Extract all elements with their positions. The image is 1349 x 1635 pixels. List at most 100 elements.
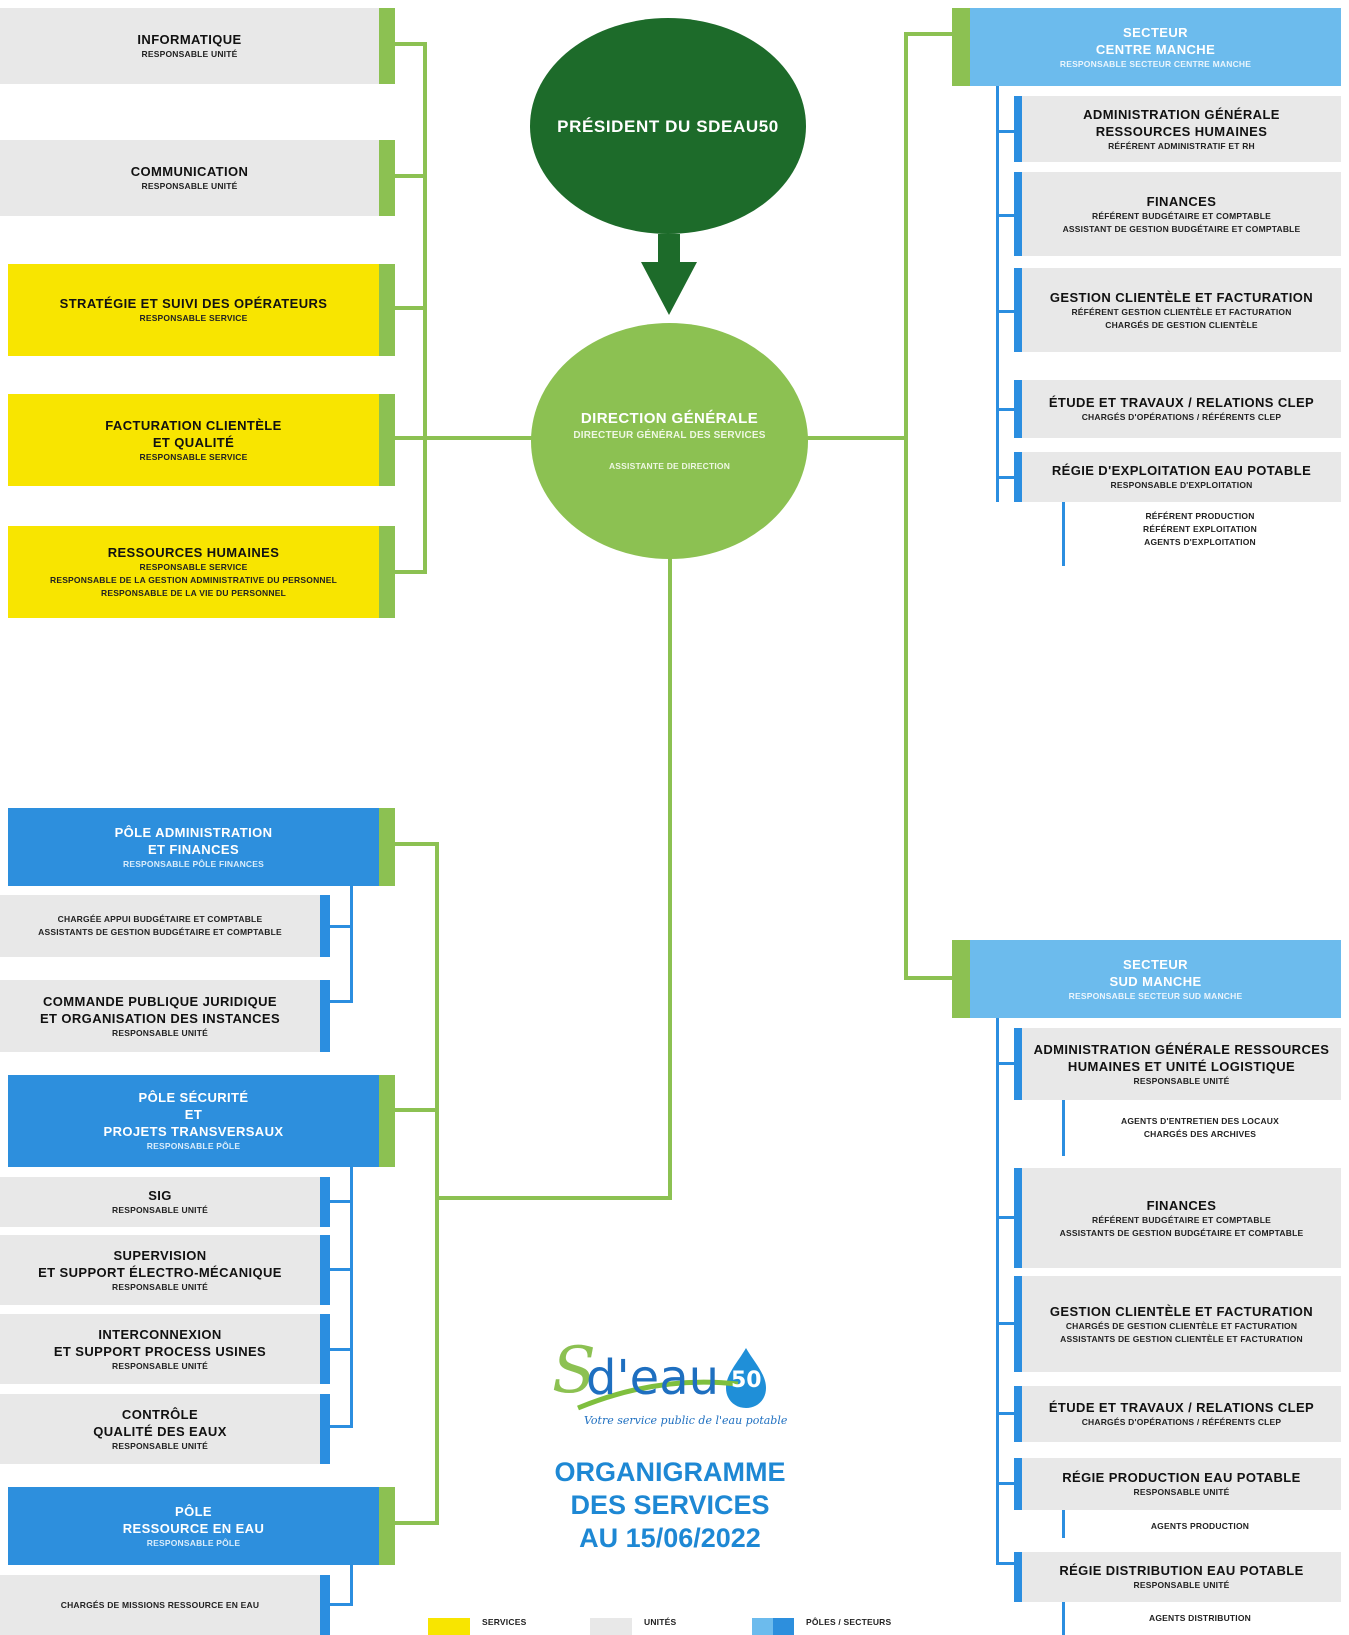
unit-subtitle: RESPONSABLE UNITÉ bbox=[1133, 1075, 1230, 1086]
unit-sig: SIG RESPONSABLE UNITÉ bbox=[0, 1177, 320, 1227]
title-line-2: DES SERVICES bbox=[570, 1490, 770, 1520]
legend-label-poles: PÔLES / SECTEURS bbox=[806, 1617, 892, 1627]
secteur-centre-manche: SECTEUR CENTRE MANCHE RESPONSABLE SECTEU… bbox=[970, 8, 1341, 86]
unit-admin-generale-centre: ADMINISTRATION GÉNÉRALE RESSOURCES HUMAI… bbox=[1022, 96, 1341, 162]
unit-subtitle: RESPONSABLE UNITÉ bbox=[141, 181, 238, 191]
president-title: PRÉSIDENT DU SDEAU50 bbox=[557, 116, 779, 136]
distribution-staff-sud: AGENTS DISTRIBUTION bbox=[1075, 1612, 1325, 1625]
unit-title: FINANCES bbox=[1146, 1197, 1217, 1213]
unit-subtitle: RESPONSABLE UNITÉ bbox=[141, 49, 238, 59]
legend-label-unites: UNITÉS bbox=[644, 1617, 677, 1627]
green-strip bbox=[379, 1487, 395, 1565]
unit-title-2: ET SUPPORT ÉLECTRO-MÉCANIQUE bbox=[38, 1264, 282, 1280]
service-subtitle: RESPONSABLE SERVICE bbox=[139, 562, 248, 572]
pole-subtitle: RESPONSABLE PÔLE bbox=[146, 1537, 241, 1548]
unit-title-2: ET ORGANISATION DES INSTANCES bbox=[39, 1010, 281, 1026]
staff-line: AGENTS PRODUCTION bbox=[1150, 1521, 1250, 1531]
unit-interconnexion: INTERCONNEXION ET SUPPORT PROCESS USINES… bbox=[0, 1314, 320, 1384]
unit-etude-travaux-centre: ÉTUDE ET TRAVAUX / RELATIONS CLEP CHARGÉ… bbox=[1022, 380, 1341, 438]
pole-administration: PÔLE ADMINISTRATION ET FINANCES RESPONSA… bbox=[8, 808, 379, 886]
legend-label-services: SERVICES bbox=[482, 1617, 527, 1627]
unit-subtitle: RÉFÉRENT BUDGÉTAIRE ET COMPTABLE bbox=[1092, 210, 1271, 221]
pole-ressource-eau: PÔLE RESSOURCE EN EAU RESPONSABLE PÔLE bbox=[8, 1487, 379, 1565]
unit-subtitle: RÉFÉRENT ADMINISTRATIF ET RH bbox=[1108, 140, 1255, 151]
green-strip bbox=[379, 8, 395, 84]
service-subtitle-2: RESPONSABLE DE LA GESTION ADMINISTRATIVE… bbox=[49, 575, 338, 585]
unit-regie-production-sud: RÉGIE PRODUCTION EAU POTABLE RESPONSABLE… bbox=[1022, 1458, 1341, 1510]
legend: SERVICES UNITÉS PÔLES / SECTEURS bbox=[428, 1614, 928, 1635]
unit-title: FINANCES bbox=[1146, 193, 1217, 209]
unit-title: INFORMATIQUE bbox=[137, 32, 242, 47]
unit-subtitle: RESPONSABLE UNITÉ bbox=[112, 1205, 208, 1215]
direction-assistant: ASSISTANTE DE DIRECTION bbox=[608, 460, 731, 471]
service-title: STRATÉGIE ET SUIVI DES OPÉRATEURS bbox=[59, 296, 328, 311]
service-strategie: STRATÉGIE ET SUIVI DES OPÉRATEURS RESPON… bbox=[8, 264, 379, 356]
unit-subtitle: CHARGÉS D'OPÉRATIONS / RÉFÉRENTS CLEP bbox=[1081, 1417, 1282, 1427]
unit-subtitle: RESPONSABLE UNITÉ bbox=[1133, 1580, 1230, 1590]
pole-title: PÔLE bbox=[175, 1503, 212, 1519]
pole-title-2: ET bbox=[184, 1107, 203, 1122]
secteur-title: SECTEUR bbox=[1123, 24, 1188, 40]
legend-swatch-unites bbox=[590, 1618, 632, 1635]
unit-title: ADMINISTRATION GÉNÉRALE RESSOURCES bbox=[1033, 1041, 1330, 1057]
pole-securite: PÔLE SÉCURITÉ ET PROJETS TRANSVERSAUX RE… bbox=[8, 1075, 379, 1167]
unit-title: ÉTUDE ET TRAVAUX / RELATIONS CLEP bbox=[1048, 395, 1315, 410]
logo-50: 50 bbox=[731, 1368, 762, 1393]
direction-title: DIRECTION GÉNÉRALE bbox=[580, 409, 759, 427]
secteur-title-2: CENTRE MANCHE bbox=[1095, 41, 1216, 57]
service-title: RESSOURCES HUMAINES bbox=[107, 545, 280, 560]
blue-connector bbox=[996, 86, 999, 502]
title-block: ORGANIGRAMME DES SERVICES AU 15/06/2022 bbox=[520, 1456, 820, 1555]
unit-title-2: HUMAINES ET UNITÉ LOGISTIQUE bbox=[1067, 1058, 1296, 1074]
legend-swatch-poles bbox=[752, 1618, 773, 1635]
direction-generale-node: DIRECTION GÉNÉRALE DIRECTEUR GÉNÉRAL DES… bbox=[531, 323, 808, 559]
unit-subtitle-2: CHARGÉS DE GESTION CLIENTÈLE bbox=[1105, 319, 1258, 330]
unit-commande-publique: COMMANDE PUBLIQUE JURIDIQUE ET ORGANISAT… bbox=[0, 980, 320, 1052]
unit-title: COMMUNICATION bbox=[130, 164, 249, 179]
unit-title: RÉGIE D'EXPLOITATION EAU POTABLE bbox=[1051, 463, 1312, 478]
unit-etude-travaux-sud: ÉTUDE ET TRAVAUX / RELATIONS CLEP CHARGÉ… bbox=[1022, 1386, 1341, 1442]
service-facturation: FACTURATION CLIENTÈLE ET QUALITÉ RESPONS… bbox=[8, 394, 379, 486]
unit-title: SUPERVISION bbox=[113, 1247, 207, 1263]
unit-subtitle-2: ASSISTANTS DE GESTION BUDGÉTAIRE ET COMP… bbox=[1059, 1227, 1304, 1238]
unit-subtitle: CHARGÉS DE GESTION CLIENTÈLE ET FACTURAT… bbox=[1065, 1320, 1298, 1331]
pole-title: PÔLE SÉCURITÉ bbox=[138, 1090, 249, 1105]
secteur-subtitle: RESPONSABLE SECTEUR CENTRE MANCHE bbox=[1059, 58, 1252, 69]
unit-subtitle: RESPONSABLE D'EXPLOITATION bbox=[1110, 480, 1253, 490]
blue-connector bbox=[996, 1018, 999, 1563]
staff-line: CHARGÉS DES ARCHIVES bbox=[1143, 1129, 1257, 1139]
unit-finances-centre: FINANCES RÉFÉRENT BUDGÉTAIRE ET COMPTABL… bbox=[1022, 172, 1341, 256]
unit-title: ADMINISTRATION GÉNÉRALE bbox=[1083, 106, 1280, 122]
service-subtitle-3: RESPONSABLE DE LA VIE DU PERSONNEL bbox=[100, 588, 286, 598]
unit-title: GESTION CLIENTÈLE ET FACTURATION bbox=[1049, 1303, 1314, 1319]
secteur-title: SECTEUR bbox=[1123, 956, 1188, 972]
green-strip bbox=[379, 264, 395, 356]
blue-connector bbox=[350, 1167, 353, 1427]
staff-line: AGENTS D'ENTRETIEN DES LOCAUX bbox=[1121, 1116, 1279, 1126]
unit-subtitle: RÉFÉRENT BUDGÉTAIRE ET COMPTABLE bbox=[1092, 1214, 1271, 1225]
pole-title-3: PROJETS TRANSVERSAUX bbox=[103, 1124, 284, 1139]
title-line-3: AU 15/06/2022 bbox=[579, 1523, 761, 1553]
pole-subtitle: RESPONSABLE PÔLE bbox=[146, 1141, 241, 1151]
regie-staff-centre: RÉFÉRENT PRODUCTION RÉFÉRENT EXPLOITATIO… bbox=[1075, 510, 1325, 549]
staff-line: RÉFÉRENT EXPLOITATION bbox=[1143, 524, 1257, 534]
unit-appui-budgetaire: CHARGÉE APPUI BUDGÉTAIRE ET COMPTABLE AS… bbox=[0, 895, 320, 957]
unit-missions-ressource: CHARGÉS DE MISSIONS RESSOURCE EN EAU bbox=[0, 1575, 320, 1635]
direction-subtitle: DIRECTEUR GÉNÉRAL DES SERVICES bbox=[573, 429, 766, 441]
service-ressources-humaines: RESSOURCES HUMAINES RESPONSABLE SERVICE … bbox=[8, 526, 379, 618]
unit-title: RÉGIE PRODUCTION EAU POTABLE bbox=[1062, 1470, 1301, 1485]
unit-title: CONTRÔLE bbox=[121, 1406, 199, 1422]
pole-title-2: RESSOURCE EN EAU bbox=[122, 1520, 265, 1536]
green-strip bbox=[379, 140, 395, 216]
unit-title-2: ET SUPPORT PROCESS USINES bbox=[53, 1343, 267, 1359]
unit-subtitle: RESPONSABLE UNITÉ bbox=[112, 1440, 208, 1451]
unit-title: INTERCONNEXION bbox=[98, 1326, 222, 1342]
pole-title: PÔLE ADMINISTRATION bbox=[114, 824, 273, 840]
unit-subtitle: RÉFÉRENT GESTION CLIENTÈLE ET FACTURATIO… bbox=[1071, 306, 1292, 317]
service-title-2: ET QUALITÉ bbox=[152, 434, 235, 450]
service-title: FACTURATION CLIENTÈLE bbox=[105, 417, 282, 433]
admin-staff-sud: AGENTS D'ENTRETIEN DES LOCAUX CHARGÉS DE… bbox=[1075, 1115, 1325, 1141]
logo-tagline: Votre service public de l'eau potable bbox=[584, 1414, 788, 1427]
unit-title-2: QUALITÉ DES EAUX bbox=[93, 1423, 227, 1439]
water-drop-icon bbox=[577, 1348, 766, 1411]
